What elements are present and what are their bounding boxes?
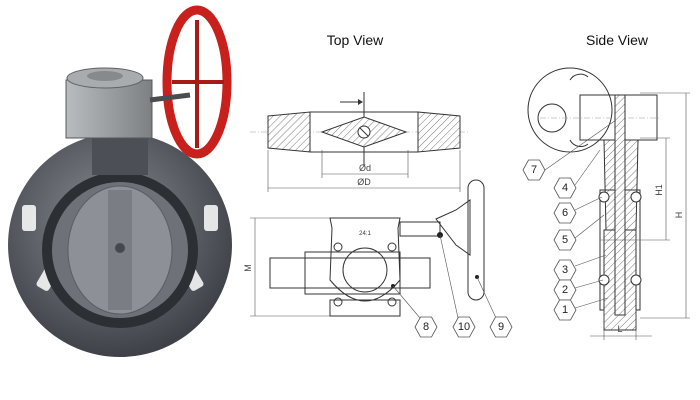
svg-text:10: 10	[458, 321, 470, 333]
valve-neck	[92, 135, 148, 175]
bolt-hole	[204, 205, 218, 231]
top-view-title: Top View	[327, 32, 384, 48]
dimension-l: L	[617, 324, 622, 334]
side-view-section	[527, 67, 690, 340]
dimension-h: H	[674, 212, 684, 219]
svg-text:9: 9	[498, 321, 504, 333]
front-view-drawing: 24:1	[250, 179, 497, 319]
handwheel-outline	[467, 179, 485, 301]
gearbox-ratio-label: 24:1	[359, 231, 371, 237]
handwheel[interactable]	[149, 5, 232, 159]
callout-3: 3	[553, 259, 577, 281]
svg-text:6: 6	[562, 207, 568, 219]
svg-text:2: 2	[562, 284, 568, 296]
svg-text:7: 7	[531, 164, 537, 176]
callout-1: 1	[553, 299, 577, 321]
callout-5: 5	[553, 229, 577, 251]
svg-text:4: 4	[562, 182, 568, 194]
svg-text:1: 1	[562, 304, 568, 316]
dimension-inner-diameter: Ød	[359, 163, 371, 173]
dimension-outer-diameter: ØD	[357, 177, 371, 187]
gearbox	[65, 79, 153, 139]
callout-4: 4	[553, 177, 577, 199]
top-view-section	[250, 92, 470, 192]
callout-9: 9	[489, 316, 513, 338]
valve-photo	[8, 5, 232, 357]
side-view-title: Side View	[586, 32, 649, 48]
callout-8: 8	[414, 316, 438, 338]
callout-6: 6	[553, 202, 577, 224]
svg-text:3: 3	[562, 264, 568, 276]
callout-10: 10	[452, 316, 476, 338]
callout-7: 7	[522, 159, 546, 181]
bolt-hole	[22, 205, 36, 231]
dimension-m: M	[243, 264, 253, 272]
svg-text:8: 8	[423, 321, 429, 333]
callout-2: 2	[553, 279, 577, 301]
svg-text:5: 5	[562, 234, 568, 246]
dimension-h1: H1	[654, 184, 664, 196]
